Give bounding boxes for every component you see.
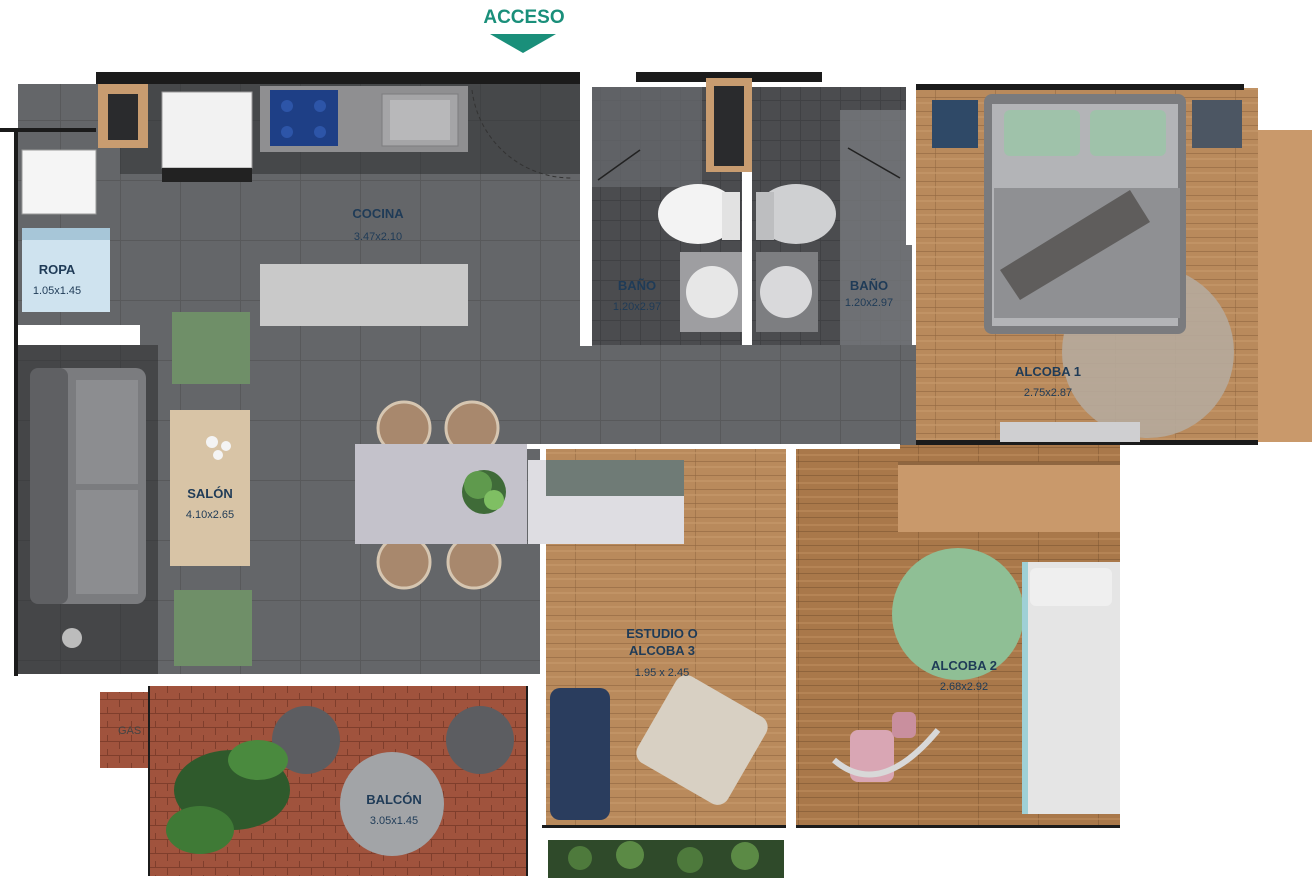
plant-icon — [462, 470, 506, 514]
alcoba1-dims: 2.75x2.87 — [1024, 387, 1072, 399]
gas-box — [100, 692, 148, 768]
pillow — [1030, 568, 1112, 606]
table-decor — [213, 450, 223, 460]
armchair-icon — [172, 312, 250, 384]
salon-name: SALÓN — [187, 486, 233, 501]
pillow — [1090, 110, 1166, 156]
entry-door-swing — [471, 89, 573, 179]
alcoba1-closet — [1258, 130, 1312, 442]
estudio-dims: 1.95 x 2.45 — [635, 667, 689, 679]
cocina-dims: 3.47x2.10 — [354, 231, 402, 243]
fridge — [161, 91, 253, 169]
entrance-label: ACCESO — [483, 7, 564, 28]
washer-top — [22, 228, 110, 240]
toilet-tank — [756, 192, 774, 240]
balcon-dims: 3.05x1.45 — [370, 815, 418, 827]
balcony-chair — [446, 706, 514, 774]
entrance-arrow-icon — [490, 34, 556, 53]
bano2-name: BAÑO — [850, 278, 888, 293]
burner — [281, 126, 293, 138]
alcoba2-closet — [898, 462, 1120, 532]
table-decor — [206, 436, 218, 448]
basin — [686, 266, 738, 318]
plant-icon — [166, 740, 290, 854]
table-decor — [221, 441, 231, 451]
kitchen-island — [260, 264, 468, 326]
salon-dims: 4.10x2.65 — [186, 509, 234, 521]
sofa-cushion — [76, 490, 138, 594]
planter-leaf — [677, 847, 703, 873]
stove-icon — [270, 90, 338, 146]
estudio-name-line1: ESTUDIO O — [626, 626, 698, 641]
burner — [314, 126, 326, 138]
ropa-name: ROPA — [39, 262, 76, 277]
alcoba2-closet-line — [898, 462, 1120, 465]
fridge-base — [162, 168, 252, 182]
balcony-chair — [272, 706, 340, 774]
gas-label: GAS — [118, 725, 141, 737]
burner — [281, 100, 293, 112]
estudio-name-line2: ALCOBA 3 — [629, 643, 695, 658]
sofa-back — [30, 368, 68, 604]
bench — [1000, 422, 1140, 442]
column-inner — [108, 94, 138, 140]
planter-leaf — [568, 846, 592, 870]
planter-leaf — [616, 841, 644, 869]
nightstand — [1192, 100, 1242, 148]
sofa-cushion — [76, 380, 138, 484]
laundry-sink — [21, 149, 97, 215]
desk-top — [546, 460, 684, 496]
armchair-icon — [174, 590, 252, 666]
sink-basin — [390, 100, 450, 140]
study-sofa — [550, 688, 610, 820]
rug-icon — [892, 548, 1024, 680]
planter-leaf — [731, 842, 759, 870]
bano2-dims: 1.20x2.97 — [845, 297, 893, 309]
bano1-dims: 1.20x2.97 — [613, 301, 661, 313]
washer — [22, 228, 110, 312]
ropa-dims: 1.05x1.45 — [33, 285, 81, 297]
bano2-light — [840, 110, 912, 345]
throw — [1000, 190, 1150, 300]
balcon-name: BALCÓN — [366, 792, 422, 807]
balcony-table — [340, 752, 444, 856]
column-inner — [714, 86, 744, 166]
shower-door — [597, 149, 641, 181]
toilet-tank — [722, 192, 740, 240]
floor-lamp — [62, 628, 82, 648]
toilet-icon — [756, 184, 836, 244]
nightstand — [932, 100, 978, 148]
bano1-name: BAÑO — [618, 278, 656, 293]
walls — [0, 84, 916, 835]
alcoba1-name: ALCOBA 1 — [1015, 364, 1081, 379]
alcoba2-dims: 2.68x2.92 — [940, 681, 988, 693]
shower-door — [847, 147, 901, 179]
rocking-horse-icon — [832, 712, 941, 782]
bed-edge — [1022, 562, 1028, 814]
toilet-icon — [658, 184, 738, 244]
coffee-table — [170, 410, 250, 566]
basin — [760, 266, 812, 318]
hall-floor — [520, 345, 920, 445]
alcoba2-name: ALCOBA 2 — [931, 658, 997, 673]
study-chair — [636, 675, 768, 805]
cocina-name: COCINA — [352, 206, 404, 221]
pillow — [1004, 110, 1080, 156]
wall-edges — [0, 72, 1258, 876]
burner — [314, 100, 326, 112]
